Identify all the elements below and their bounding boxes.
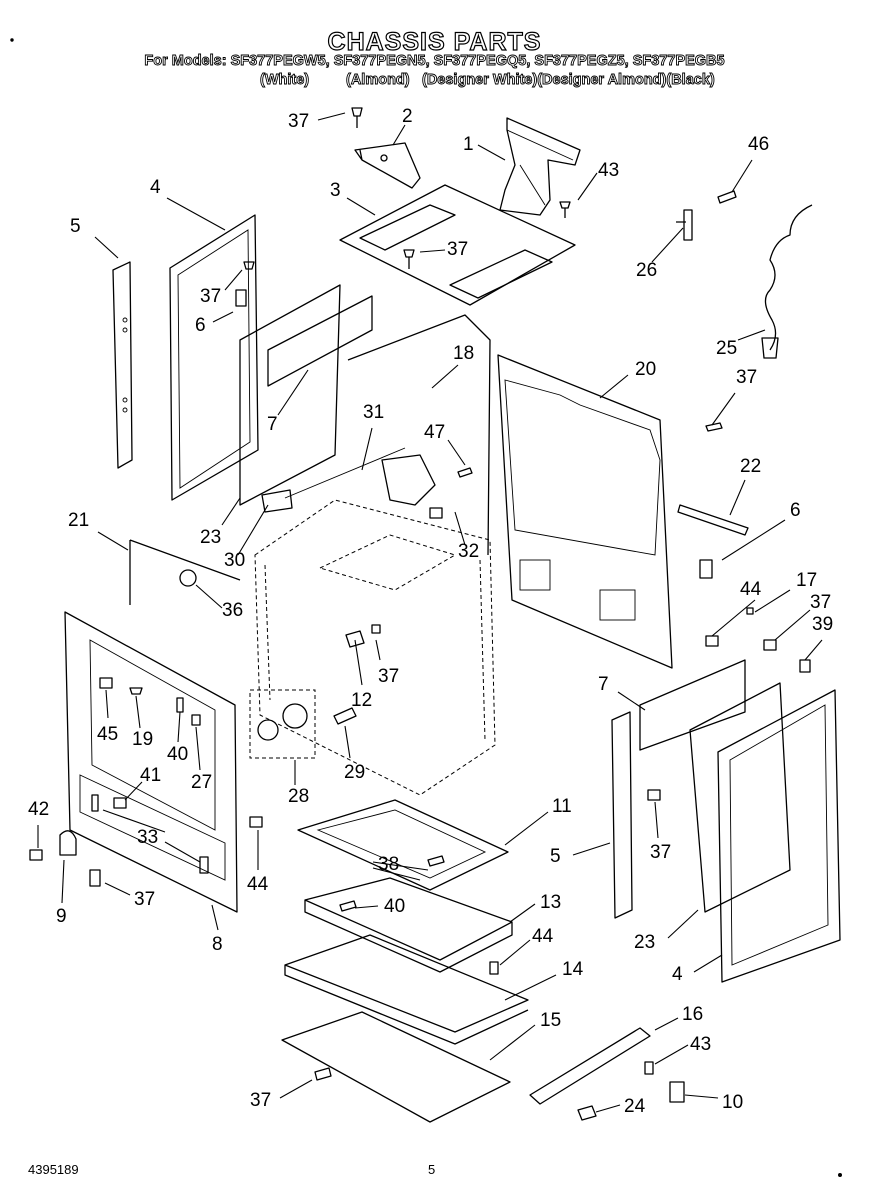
callout: 42 xyxy=(28,799,49,820)
document-number: 4395189 xyxy=(28,1162,79,1177)
variant-almond: (Almond) xyxy=(346,72,411,89)
callout: 5 xyxy=(70,216,81,237)
diagram-title: CHASSIS PARTS xyxy=(327,27,542,56)
callout: 46 xyxy=(748,134,769,155)
callout: 10 xyxy=(722,1092,743,1113)
callout: 38 xyxy=(378,854,399,875)
callout: 23 xyxy=(200,527,221,548)
callout: 37 xyxy=(650,842,671,863)
variant-white: (White) xyxy=(260,72,310,89)
callout: 4 xyxy=(672,964,683,985)
callout: 17 xyxy=(796,570,817,591)
callout: 37 xyxy=(250,1090,271,1111)
callout: 31 xyxy=(363,402,384,423)
callout: 18 xyxy=(453,343,474,364)
callout: 26 xyxy=(636,260,657,281)
callout-labels: 37 2 1 43 46 4 3 37 5 26 37 6 25 7 18 20… xyxy=(28,106,833,1117)
callout: 36 xyxy=(222,600,243,621)
callout: 5 xyxy=(550,846,561,867)
callout: 37 xyxy=(288,111,309,132)
callout: 23 xyxy=(634,932,655,953)
leader-lines xyxy=(37,112,823,1113)
callout: 16 xyxy=(682,1004,703,1025)
callout: 6 xyxy=(790,500,801,521)
callout: 44 xyxy=(740,579,762,600)
callout: 28 xyxy=(288,786,309,807)
callout: 3 xyxy=(330,180,341,201)
callout: 6 xyxy=(195,315,206,336)
callout: 7 xyxy=(267,414,278,435)
part-illustrations xyxy=(10,38,842,1177)
callout: 43 xyxy=(690,1034,711,1055)
callout: 21 xyxy=(68,510,89,531)
model-list: For Models: SF377PEGW5, SF377PEGN5, SF37… xyxy=(144,53,725,70)
callout: 40 xyxy=(384,896,405,917)
callout: 8 xyxy=(212,934,223,955)
callout: 22 xyxy=(740,456,761,477)
callout: 12 xyxy=(351,690,372,711)
callout: 14 xyxy=(562,959,584,980)
callout: 37 xyxy=(810,592,831,613)
callout: 37 xyxy=(200,286,221,307)
callout: 20 xyxy=(635,359,656,380)
callout: 25 xyxy=(716,338,737,359)
callout: 45 xyxy=(97,724,118,745)
callout: 37 xyxy=(378,666,399,687)
callout: 41 xyxy=(140,765,161,786)
callout: 44 xyxy=(247,874,269,895)
callout: 37 xyxy=(447,239,468,260)
callout: 24 xyxy=(624,1096,646,1117)
callout: 44 xyxy=(532,926,554,947)
callout: 29 xyxy=(344,762,365,783)
callout: 2 xyxy=(402,106,413,127)
callout: 19 xyxy=(132,729,153,750)
callout: 11 xyxy=(552,796,572,817)
callout: 32 xyxy=(458,541,479,562)
callout: 39 xyxy=(812,614,833,635)
callout: 37 xyxy=(736,367,757,388)
callout: 15 xyxy=(540,1010,561,1031)
callout: 4 xyxy=(150,177,161,198)
callout: 13 xyxy=(540,892,561,913)
callout: 43 xyxy=(598,160,619,181)
variant-designer: (Designer White)(Designer Almond)(Black) xyxy=(422,72,716,89)
callout: 7 xyxy=(598,674,609,695)
callout: 27 xyxy=(191,772,212,793)
page-number: 5 xyxy=(428,1162,436,1177)
callout: 30 xyxy=(224,550,245,571)
callout: 37 xyxy=(134,889,155,910)
callout: 1 xyxy=(463,134,474,155)
callout: 33 xyxy=(137,827,158,848)
callout: 40 xyxy=(167,744,188,765)
callout: 9 xyxy=(56,906,67,927)
callout: 47 xyxy=(424,422,445,443)
